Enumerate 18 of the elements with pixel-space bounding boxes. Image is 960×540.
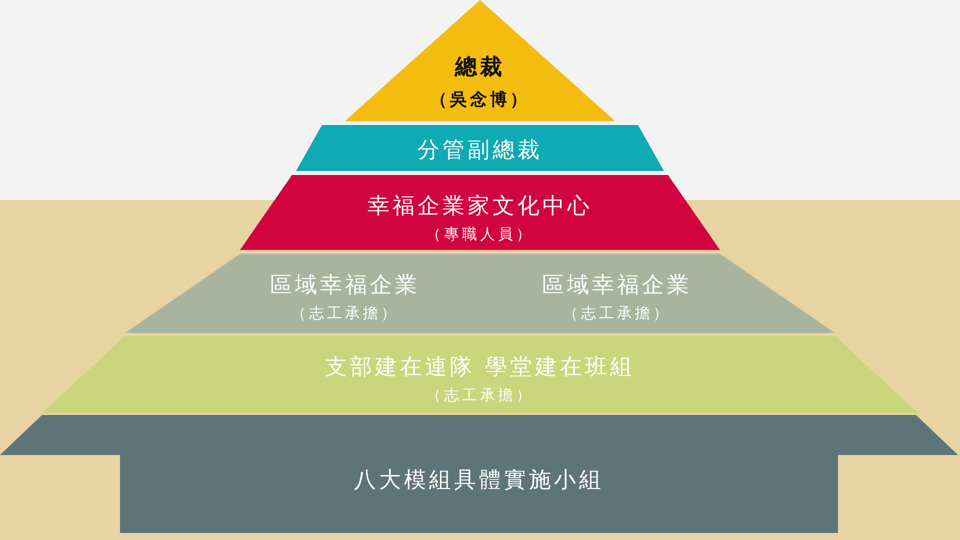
tier-title: 幸福企業家文化中心 [368, 193, 592, 221]
subtitle-text: （志工承擔） [291, 304, 399, 323]
tier-title: 區域幸福企業 [270, 272, 420, 300]
pyramid-tier [296, 125, 664, 171]
pyramid-tier [240, 175, 720, 250]
tier-title: 分管副總裁 [418, 137, 542, 165]
subtitle-text: （志工承擔） [426, 386, 534, 405]
subtitle-text: （吳念博） [430, 89, 530, 111]
subtitle-text: （志工承擔） [563, 304, 671, 323]
tier-title: 區域幸福企業 [542, 272, 692, 300]
pyramid-tier [0, 415, 958, 533]
pyramid-tier [42, 336, 918, 413]
subtitle-text: （專職人員） [426, 225, 534, 244]
pyramid-tier [345, 0, 615, 121]
pyramid-tier [125, 254, 835, 333]
tier-title: 八大模組具體實施小組 [354, 467, 604, 495]
tier-title: 總裁 [455, 54, 505, 82]
tier-title: 支部建在連隊 學堂建在班組 [325, 354, 635, 382]
